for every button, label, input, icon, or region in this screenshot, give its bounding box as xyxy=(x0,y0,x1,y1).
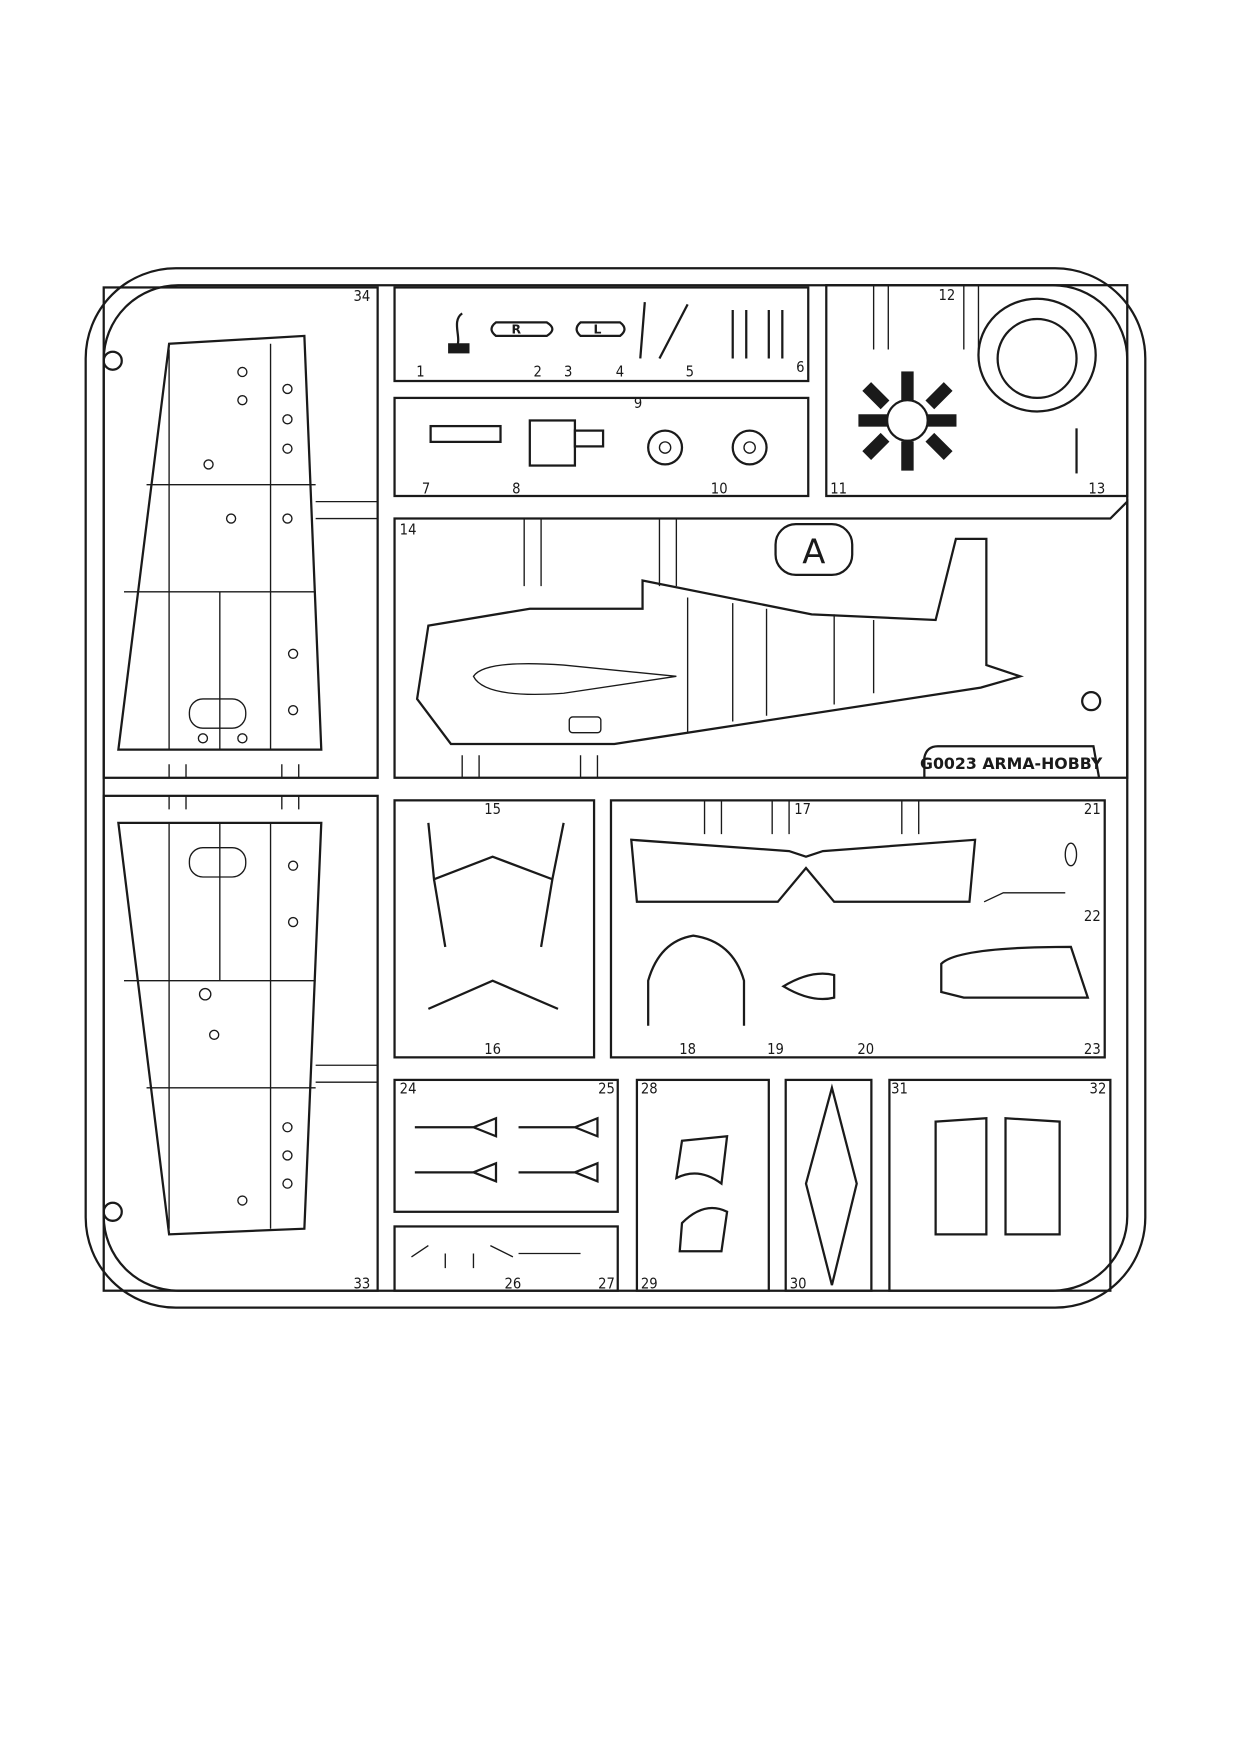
part-number: 6 xyxy=(796,359,804,376)
part-number: 14 xyxy=(400,521,417,538)
part-number: 22 xyxy=(1084,908,1101,925)
part-number: 5 xyxy=(686,364,694,381)
part-number: 12 xyxy=(939,287,956,304)
sprue-mounting-holes xyxy=(102,350,1102,1222)
part-number: 2 xyxy=(534,364,542,381)
part-number: 9 xyxy=(634,395,642,412)
sprue-frame-outer xyxy=(84,267,1147,1309)
part-number: 30 xyxy=(790,1275,807,1292)
part-number: 3 xyxy=(564,364,572,381)
cockpit-parts xyxy=(647,934,1090,1026)
part-number: 33 xyxy=(353,1275,370,1292)
part-number-labels: 1 2 3 4 5 6 7 8 9 10 11 12 13 14 15 16 1… xyxy=(353,287,1106,1293)
wing-lower-part xyxy=(117,821,323,1236)
part-number: 27 xyxy=(598,1275,615,1292)
part-number: 4 xyxy=(616,364,624,381)
part-number: 21 xyxy=(1084,801,1101,818)
part-number: 10 xyxy=(711,481,728,498)
part-number: 31 xyxy=(891,1080,908,1097)
part-number: 26 xyxy=(505,1275,522,1292)
part-mark-left: L xyxy=(594,322,602,337)
part-number: 7 xyxy=(422,481,430,498)
small-parts-1-6 xyxy=(448,302,784,359)
sprue-letter-box xyxy=(774,523,854,577)
sprue-letter: A xyxy=(802,533,825,572)
part-number: 15 xyxy=(484,801,501,818)
sprue-gates xyxy=(168,285,980,1083)
part-number: 32 xyxy=(1090,1080,1107,1097)
fuselage-part xyxy=(415,537,1024,746)
panel-parts xyxy=(674,1083,1061,1286)
sprue-code-tag xyxy=(923,745,1101,779)
part-mark-right: R xyxy=(512,322,522,337)
part-number: 20 xyxy=(857,1041,874,1058)
part-number: 11 xyxy=(830,481,847,498)
part-number: 19 xyxy=(767,1041,784,1058)
landing-gear-parts xyxy=(427,822,565,1010)
part-number: 25 xyxy=(598,1080,615,1097)
part-number: 8 xyxy=(512,481,520,498)
sprue-code: G0023 ARMA-HOBBY xyxy=(920,754,1103,773)
part-number: 34 xyxy=(353,288,370,305)
part-number: 23 xyxy=(1084,1041,1101,1058)
part-number: 16 xyxy=(484,1041,501,1058)
engine-and-cowl-parts xyxy=(858,297,1097,474)
part-number: 13 xyxy=(1088,481,1105,498)
part-number: 17 xyxy=(794,801,811,818)
bomb-parts xyxy=(411,1116,599,1269)
part-number: 28 xyxy=(641,1080,658,1097)
part-number: 24 xyxy=(400,1080,417,1097)
small-parts-7-10 xyxy=(429,419,768,467)
part-number: 29 xyxy=(641,1275,658,1292)
sprue-frame-inner xyxy=(102,284,1129,1292)
wing-upper-part xyxy=(117,334,323,751)
part-number: 18 xyxy=(679,1041,696,1058)
wing-center-part xyxy=(630,838,1078,903)
part-number: 1 xyxy=(416,364,424,381)
compartments xyxy=(102,284,1129,1292)
